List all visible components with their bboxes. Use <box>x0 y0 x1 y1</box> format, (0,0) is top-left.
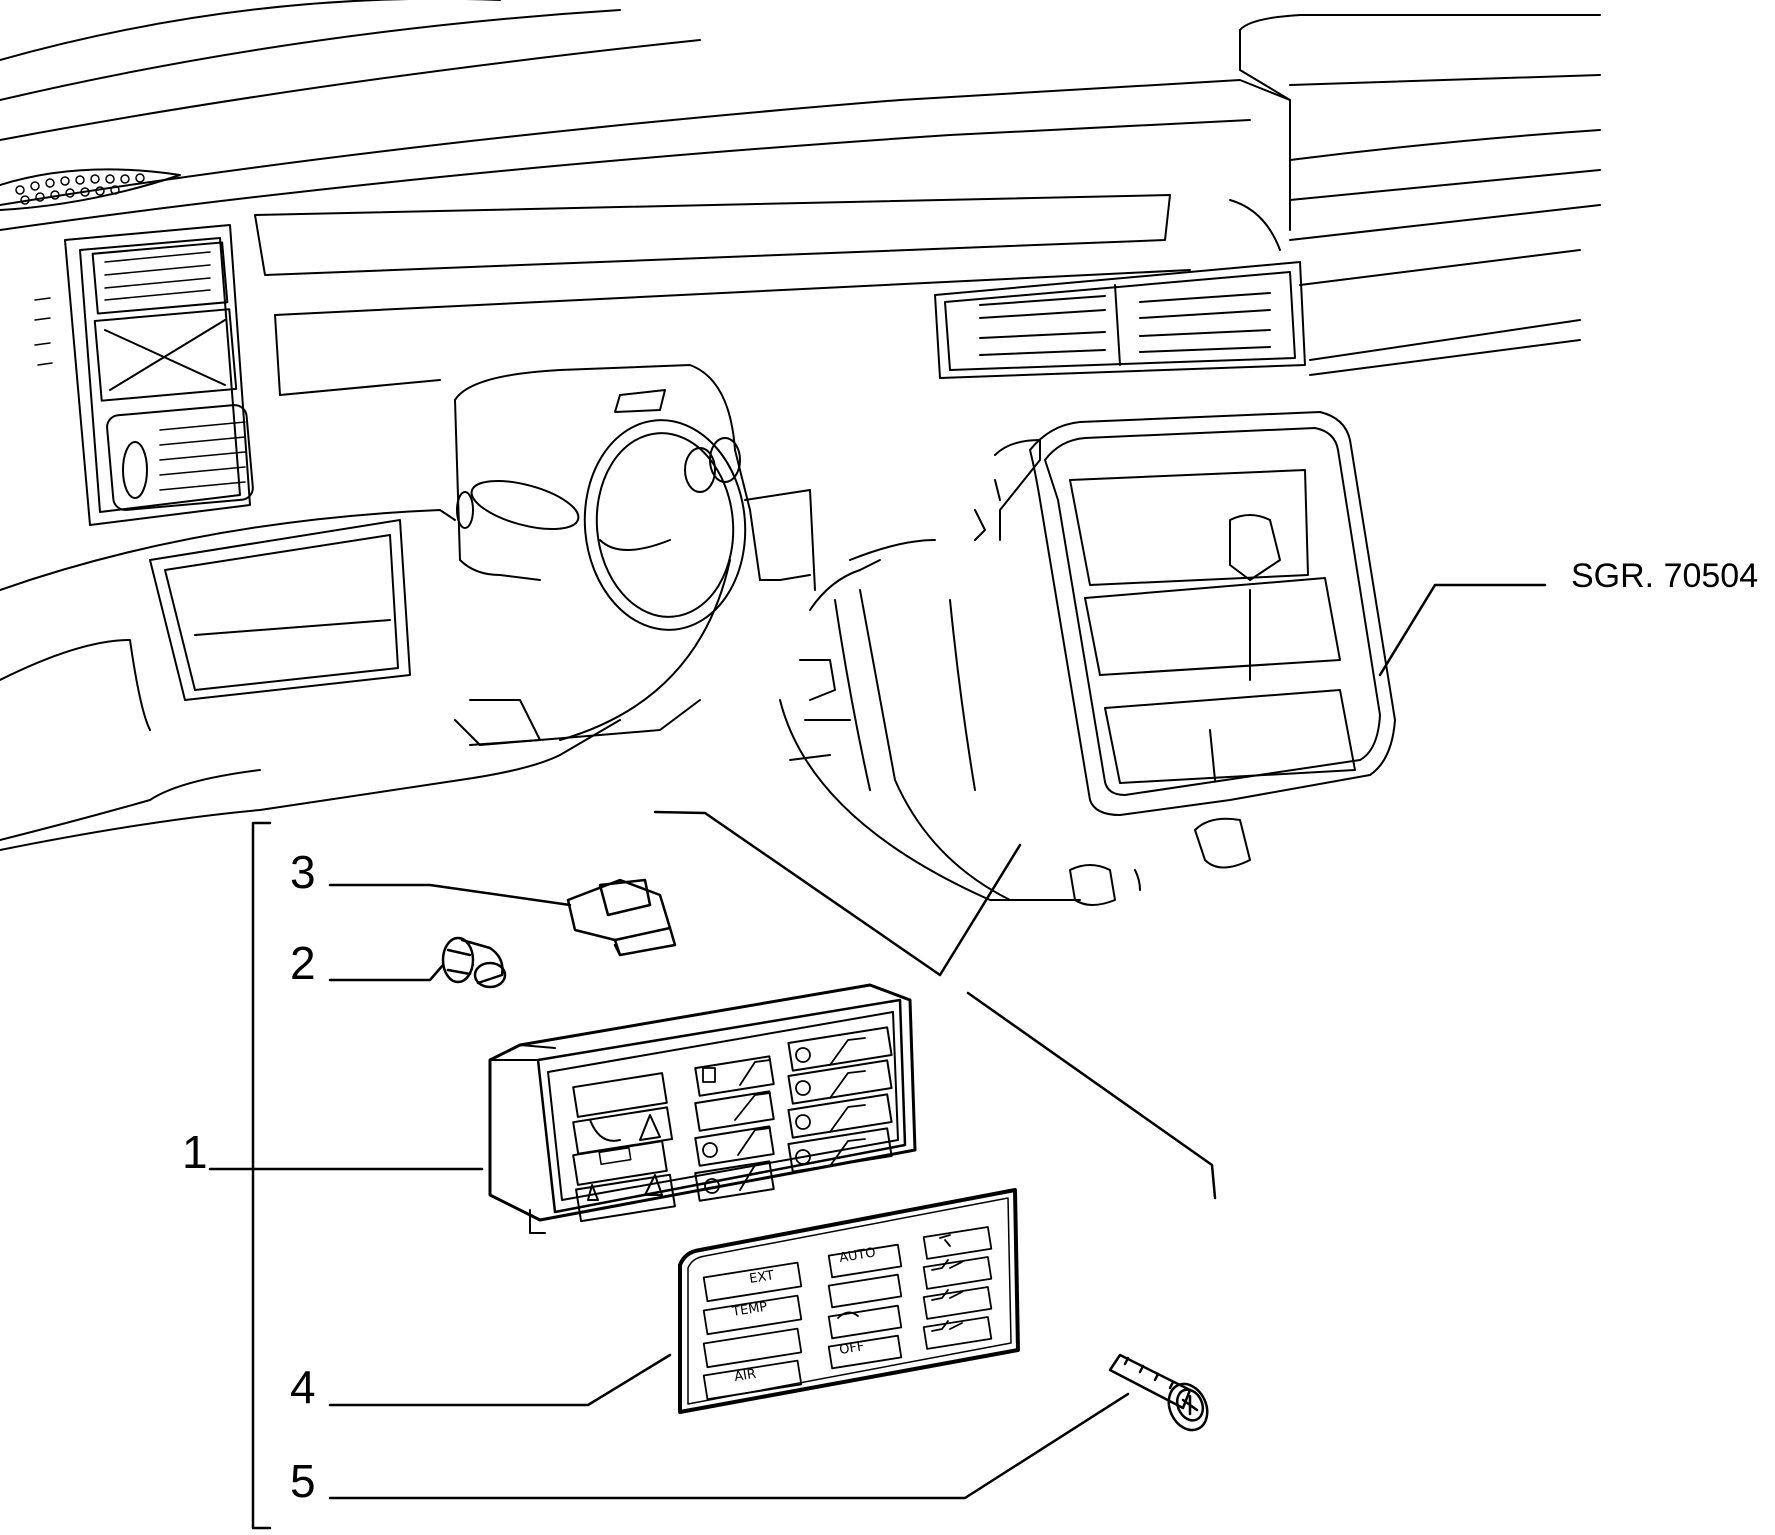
panel-label-auto: AUTO <box>838 1245 876 1266</box>
callout-5: 5 <box>290 1455 316 1507</box>
part-5-screw <box>1108 1353 1209 1432</box>
dashboard-drawing <box>0 0 1601 906</box>
leader-lines <box>208 583 1547 1530</box>
part-4-label-panel <box>678 1188 1020 1414</box>
part-2-bulb <box>441 936 507 989</box>
callout-2: 2 <box>290 937 316 989</box>
panel-label-air: AIR <box>733 1367 757 1385</box>
part-1-control-unit <box>488 983 917 1234</box>
panel-label-off: OFF <box>838 1339 865 1358</box>
callout-1: 1 <box>182 1126 208 1178</box>
panel-label-ext: EXT <box>748 1268 775 1287</box>
part-3-clip <box>566 878 677 957</box>
callout-4: 4 <box>290 1361 316 1413</box>
panel-label-temp: TEMP <box>730 1300 768 1321</box>
panel-text: EXT TEMP AIR AUTO OFF <box>730 1245 876 1385</box>
reference-code: SGR. 70504 <box>1571 557 1758 595</box>
callout-3: 3 <box>290 846 316 898</box>
